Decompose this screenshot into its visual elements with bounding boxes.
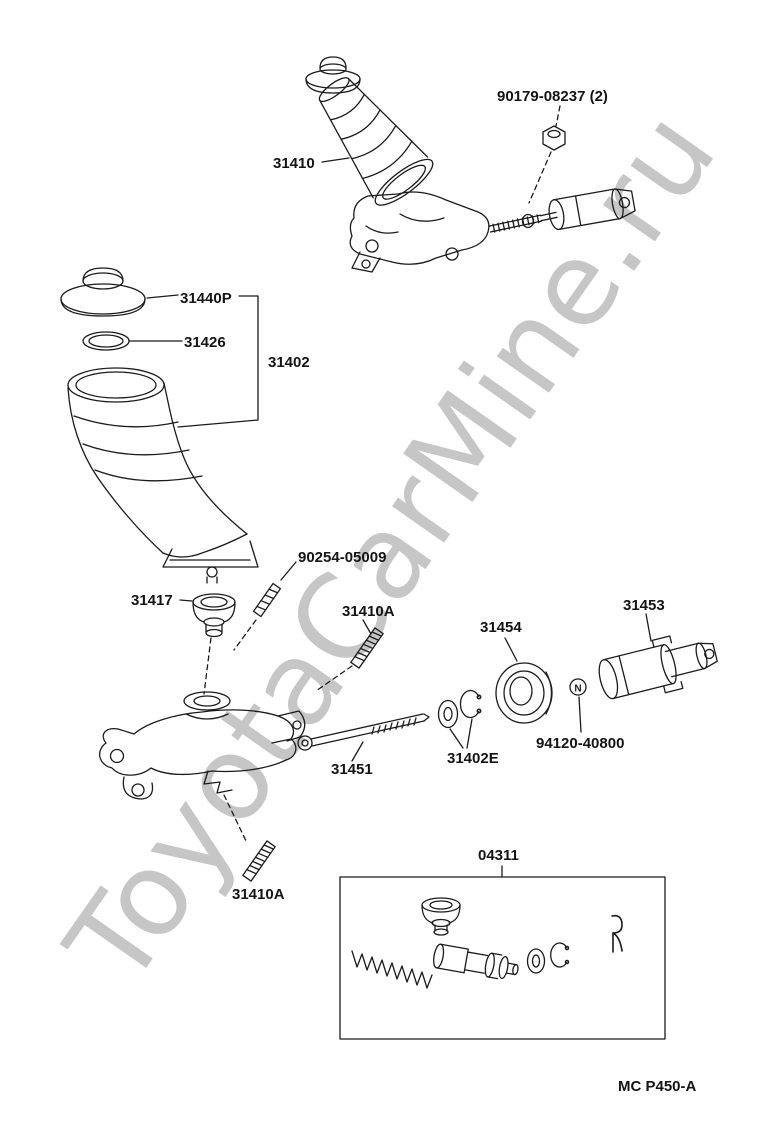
part-label-31451: 31451 xyxy=(331,761,373,778)
page-code: MC P450-A xyxy=(618,1078,697,1095)
part-label-90254-05009: 90254-05009 xyxy=(298,549,387,566)
leader-boot xyxy=(321,157,350,163)
part-label-31417: 31417 xyxy=(131,592,173,609)
dash-grommet xyxy=(203,637,212,695)
part-label-31402e: 31402E xyxy=(447,750,499,767)
nut-symbol-drawing: N xyxy=(569,678,587,696)
damper-cylinder-drawing xyxy=(598,635,718,700)
part-label-31402: 31402 xyxy=(268,354,310,371)
leader-ring xyxy=(466,718,473,749)
dash-stud-upper xyxy=(315,665,353,692)
assembly-dash-lines xyxy=(203,105,561,844)
kit-grommet-drawing xyxy=(421,897,461,936)
reservoir-diaphragm-drawing xyxy=(82,331,130,351)
kit-clip-drawing xyxy=(611,914,623,953)
part-label-31453: 31453 xyxy=(623,597,665,614)
kit-spring-drawing xyxy=(351,950,433,989)
cylinder-body-drawing xyxy=(98,691,306,800)
nut-symbol-letter: N xyxy=(574,684,581,695)
snap-ring-drawing xyxy=(459,689,482,719)
dash-locknut-rod xyxy=(528,151,552,204)
leader-bolt xyxy=(351,741,364,762)
part-label-90179-08237: 90179-08237 (2) xyxy=(497,88,608,105)
leader-seal xyxy=(504,637,518,662)
part-label-31410: 31410 xyxy=(273,155,315,172)
clevis-pin-drawing xyxy=(252,582,282,618)
part-label-04311: 04311 xyxy=(478,847,519,864)
leader-washer xyxy=(449,728,464,749)
master-cylinder-assembly-drawing xyxy=(305,56,636,273)
part-label-31410a-upper: 31410A xyxy=(342,603,395,620)
bracket-reservoir xyxy=(177,295,259,428)
leader-damper xyxy=(645,613,652,642)
reservoir-body-drawing xyxy=(67,367,259,584)
part-label-94120-40800: 94120-40800 xyxy=(536,735,625,752)
part-label-31454: 31454 xyxy=(480,619,522,636)
leader-lines xyxy=(129,157,652,762)
kit-snap-ring-drawing xyxy=(550,942,570,968)
stud-lower-drawing xyxy=(242,840,276,882)
leader-cap xyxy=(146,294,179,299)
washer-drawing xyxy=(437,699,459,729)
reservoir-cap-drawing xyxy=(60,267,146,317)
leader-stud-upper xyxy=(362,619,372,635)
leader-grommet xyxy=(179,599,193,602)
kit-piston-drawing xyxy=(433,943,519,980)
part-label-31410a-lower: 31410A xyxy=(232,886,285,903)
dash-locknut-label xyxy=(555,105,561,127)
leader-pin xyxy=(280,561,297,581)
repair-kit-box xyxy=(339,865,666,1040)
reservoir-grommet-drawing xyxy=(192,593,236,638)
stud-upper-drawing xyxy=(350,627,384,669)
part-label-31426: 31426 xyxy=(184,334,226,351)
leader-nut-mid xyxy=(578,696,582,733)
dash-pin xyxy=(233,619,257,651)
part-label-31440p: 31440P xyxy=(180,290,232,307)
through-bolt-drawing xyxy=(297,713,430,751)
kit-washer-drawing xyxy=(526,948,546,974)
seal-grommet-drawing xyxy=(495,662,553,724)
dash-stud-lower xyxy=(223,794,248,844)
